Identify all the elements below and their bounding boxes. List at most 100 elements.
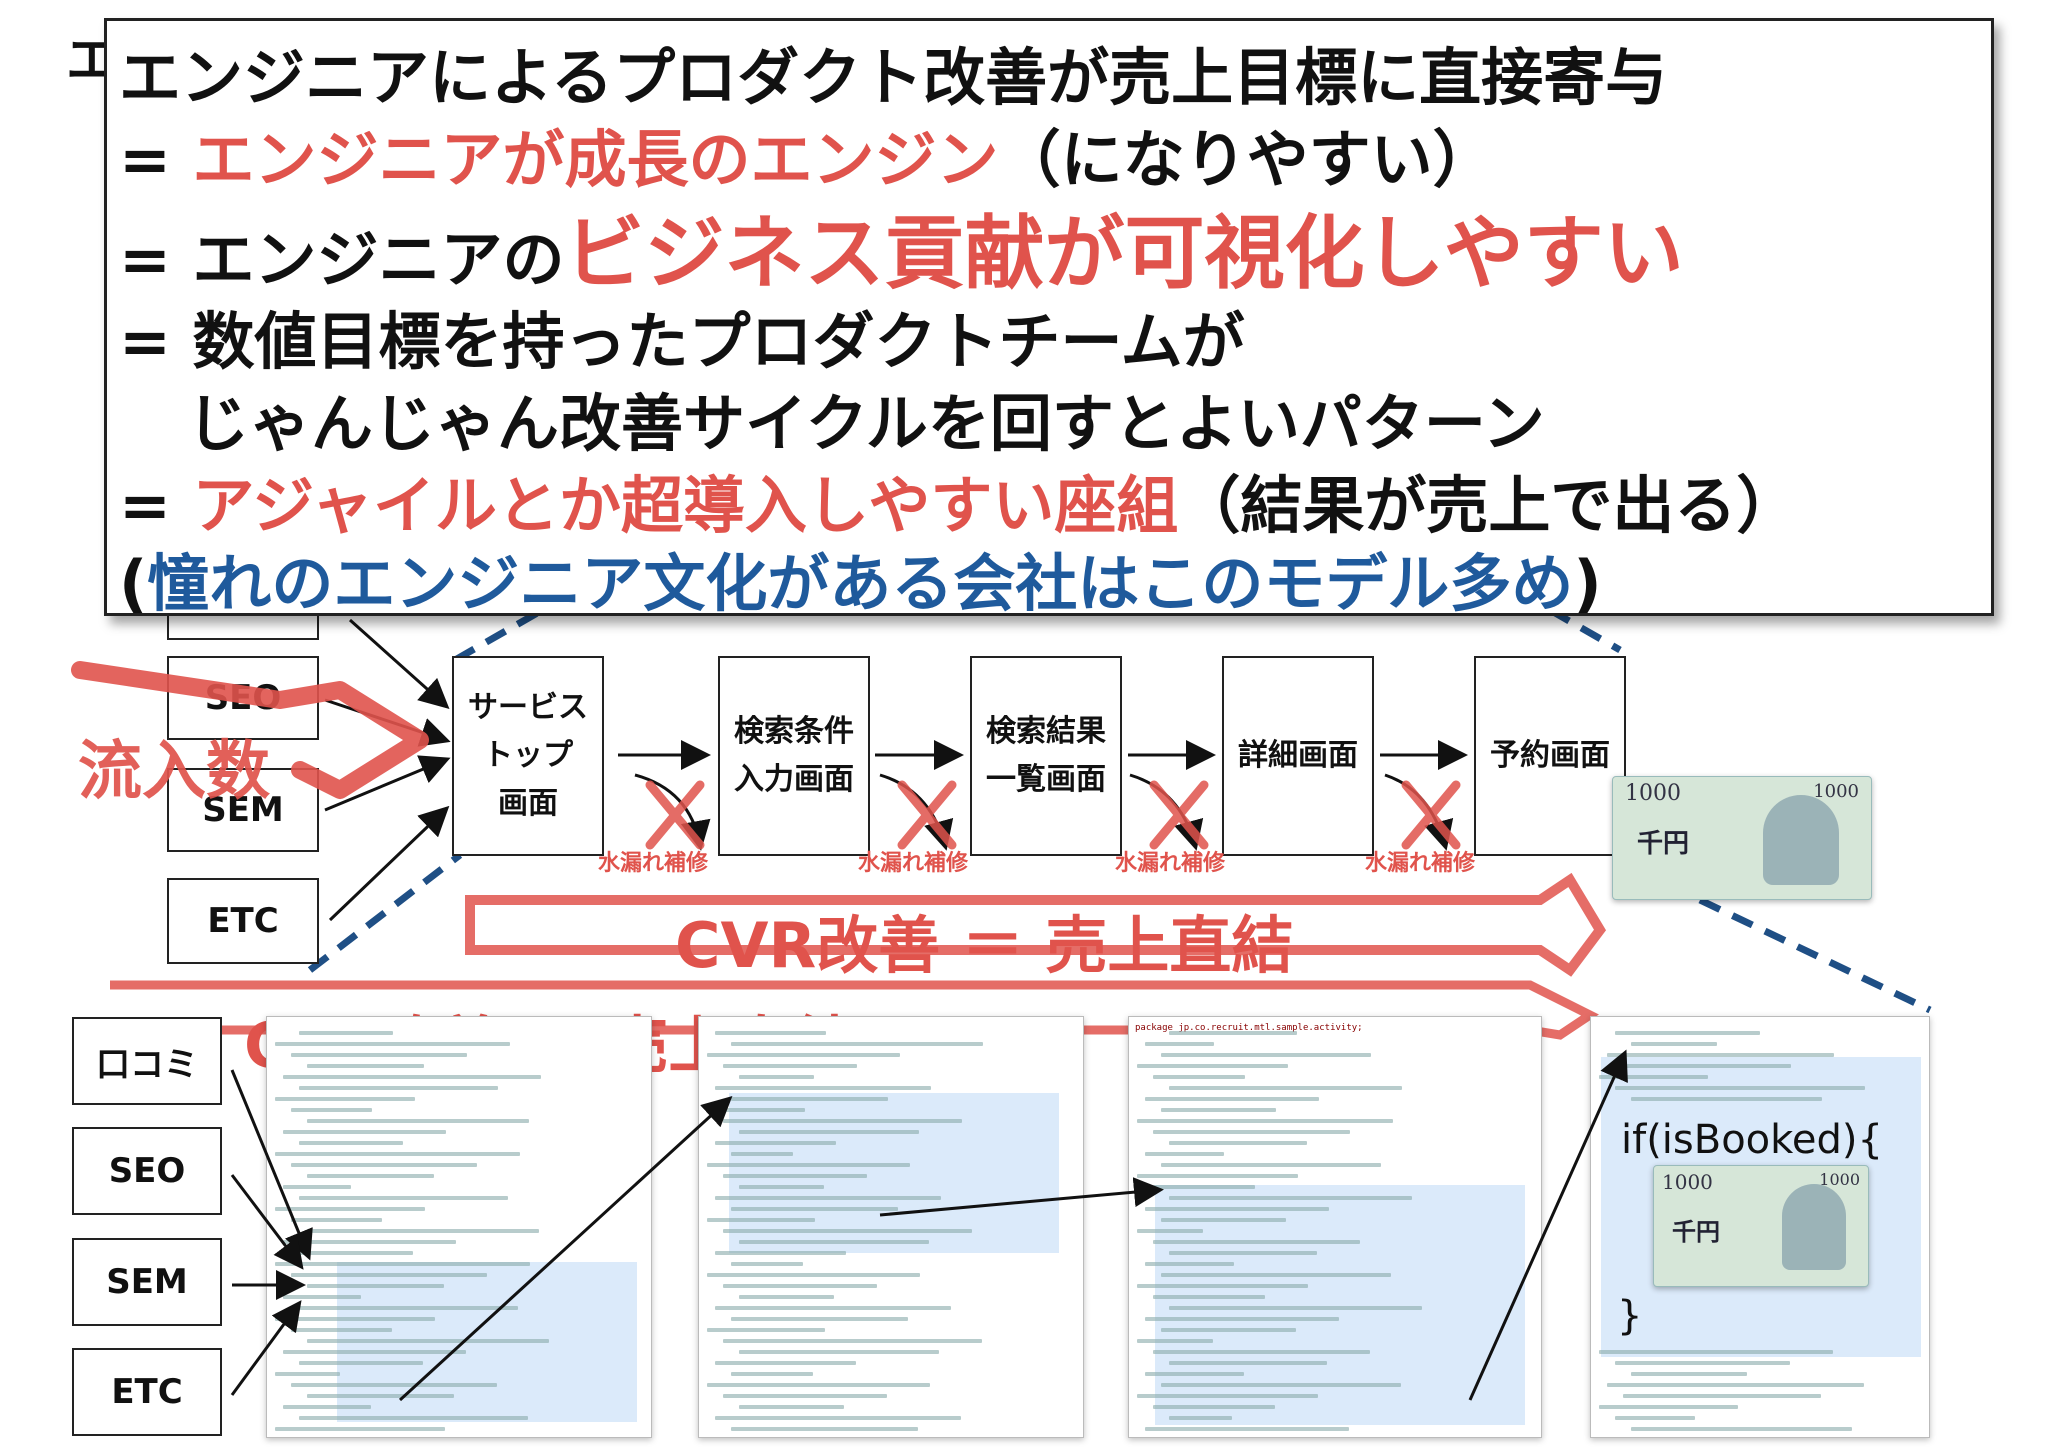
code-line [1169, 1196, 1412, 1200]
portrait-icon [1763, 795, 1839, 885]
funnel-step-detail: 詳細画面 [1222, 656, 1374, 856]
code-line [299, 1086, 498, 1090]
code-line [1161, 1328, 1296, 1332]
code-line [715, 1416, 961, 1420]
code-line [715, 1031, 826, 1035]
code-line [291, 1273, 487, 1277]
code-line [1137, 1174, 1298, 1178]
top-source-sem: SEM [167, 768, 319, 852]
bottom-source-seo: SEO [72, 1127, 222, 1215]
funnel-step-label: サービス トップ 画面 [468, 690, 588, 821]
code-line [275, 1317, 435, 1321]
code-line [707, 1273, 920, 1277]
funnel-step-reservation: 予約画面 [1474, 656, 1626, 856]
code-line [739, 1295, 834, 1299]
code-line [1153, 1350, 1370, 1354]
code-line [723, 1174, 867, 1178]
code-line [307, 1284, 444, 1288]
code-line [739, 1405, 844, 1409]
code-if-booked: if(isBooked){ [1621, 1117, 1883, 1163]
code-line [283, 1130, 446, 1134]
code-line [715, 1086, 931, 1090]
callout-highlight-red: ビジネス貢献が可視化しやすい [564, 207, 1684, 300]
cvr-label: CVR改善 ＝ 売上直結 [675, 909, 1294, 982]
code-line [731, 1152, 793, 1156]
bottom-source-label: SEO [108, 1151, 186, 1191]
code-line [723, 1284, 877, 1288]
code-line [299, 1196, 508, 1200]
code-line [291, 1108, 372, 1112]
funnel-step-label: 詳細画面 [1238, 738, 1358, 773]
banknote-denomination: 1000 [1662, 1170, 1713, 1194]
code-line [723, 1229, 972, 1233]
code-line [1153, 1240, 1360, 1244]
code-line [1599, 1075, 1708, 1079]
code-line [731, 1427, 918, 1431]
banknote-icon: 1000 1000 千円 [1612, 776, 1872, 900]
code-line [1153, 1075, 1245, 1079]
callout-line-2: = エンジニアが成長のエンジン（になりやすい） [119, 109, 1495, 199]
code-line [1145, 1317, 1339, 1321]
code-close-brace: } [1617, 1293, 1643, 1339]
code-line [723, 1339, 982, 1343]
bottom-source-etc: ETC [72, 1348, 222, 1436]
callout-line-1: エンジニアによるプロダクト改善が売上目標に直接寄与 [119, 27, 1667, 117]
code-line [291, 1328, 392, 1332]
callout-highlight-red: エンジニアが成長のエンジン [192, 123, 999, 196]
banknote-icon-small: 1000 1000 千円 [1653, 1165, 1869, 1287]
code-line [1161, 1053, 1371, 1057]
code-line [707, 1108, 805, 1112]
banknote-denomination-right: 1000 [1813, 781, 1859, 802]
callout-highlight-blue: 憧れのエンジニア文化がある会社はこのモデル多め [147, 547, 1574, 620]
code-line [291, 1383, 497, 1387]
funnel-step-search-input: 検索条件 入力画面 [718, 656, 870, 856]
code-line [1169, 1086, 1402, 1090]
callout-line-4: = 数値目標を持ったプロダクトチームが [119, 291, 1245, 381]
code-line [723, 1064, 857, 1068]
callout-paren: ( [119, 547, 148, 620]
code-line [1153, 1130, 1350, 1134]
code-line [723, 1394, 887, 1398]
code-line [739, 1075, 814, 1079]
leak-label-3: 水漏れ補修 [1115, 851, 1226, 876]
code-line [1153, 1185, 1255, 1189]
code-line [1599, 1350, 1833, 1354]
code-line [1153, 1405, 1275, 1409]
code-line [731, 1262, 803, 1266]
callout-line-7: (憧れのエンジニア文化がある会社はこのモデル多め) [119, 533, 1602, 623]
code-line [731, 1207, 898, 1211]
code-screenshot-1 [266, 1016, 652, 1438]
code-line [715, 1251, 846, 1255]
code-line [307, 1119, 529, 1123]
code-line [731, 1372, 813, 1376]
code-line [739, 1185, 824, 1189]
code-line [739, 1130, 919, 1134]
code-line [1145, 1207, 1329, 1211]
banknote-denomination: 1000 [1625, 781, 1681, 806]
leak-label-1: 水漏れ補修 [598, 851, 709, 876]
code-line [1615, 1086, 1865, 1090]
code-line [307, 1394, 454, 1398]
banknote-kanji: 千円 [1637, 829, 1690, 859]
code-line [715, 1306, 951, 1310]
inflow-label: 流入数 [78, 735, 270, 809]
funnel-step-label: 検索結果 一覧画面 [986, 714, 1106, 797]
callout-text: = 数値目標を持ったプロダクトチームが [119, 305, 1245, 378]
code-line [291, 1053, 467, 1057]
bottom-source-kuchikomi: 口コミ [72, 1017, 222, 1105]
code-line [291, 1163, 477, 1167]
code-line [307, 1174, 434, 1178]
code-line [283, 1075, 541, 1079]
callout-text: じゃんじゃん改善サイクルを回すとよいパターン [187, 387, 1545, 460]
funnel-step-top: サービス トップ 画面 [452, 656, 604, 856]
code-screenshot-3: package jp.co.recruit.mtl.sample.activit… [1128, 1016, 1542, 1438]
code-line [1161, 1218, 1286, 1222]
code-line [1161, 1108, 1276, 1112]
code-line [275, 1262, 530, 1266]
banknote-kanji: 千円 [1672, 1217, 1720, 1246]
code-line [715, 1196, 941, 1200]
code-line [275, 1372, 340, 1376]
code-line [1169, 1141, 1307, 1145]
code-line [707, 1053, 900, 1057]
